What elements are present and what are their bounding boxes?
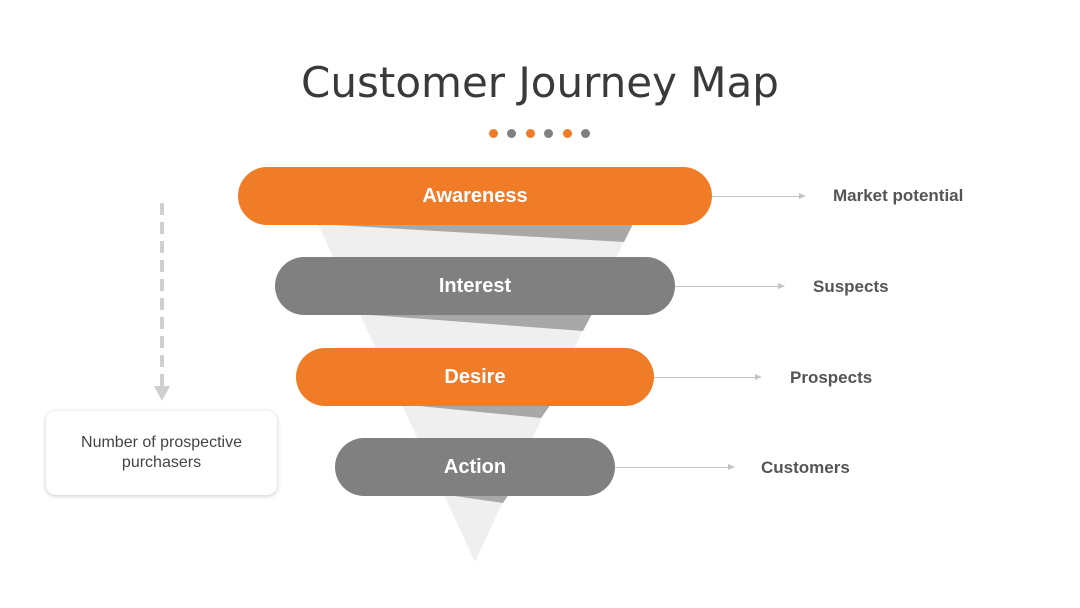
stage-interest-pill: Interest: [275, 257, 675, 315]
dot-5: [563, 129, 572, 138]
stage-desire-label: Desire: [444, 365, 506, 388]
dot-6: [581, 129, 590, 138]
arrow-desire: [654, 374, 762, 380]
stage-interest-label: Interest: [438, 274, 512, 297]
note-box: Number of prospective purchasers: [46, 411, 277, 495]
funnel-shadow-3: [399, 404, 551, 418]
arrow-awareness: [712, 193, 806, 199]
arrow-action: [615, 464, 735, 470]
outcome-customers: Customers: [761, 458, 850, 477]
stage-action-label: Action: [443, 455, 507, 478]
stage-awareness-pill: Awareness: [238, 167, 712, 225]
outcome-prospects: Prospects: [790, 368, 873, 387]
stage-action-pill: Action: [335, 438, 615, 496]
dot-4: [544, 129, 553, 138]
dot-1: [489, 129, 498, 138]
dot-3: [526, 129, 535, 138]
stage-desire-pill: Desire: [296, 348, 654, 406]
page-title: Customer Journey Map: [301, 58, 779, 107]
outcome-market-potential: Market potential: [833, 186, 964, 205]
funnel-shadow-1: [317, 224, 633, 242]
funnel-shadow-2: [357, 314, 592, 331]
outcome-suspects: Suspects: [813, 277, 889, 296]
arrow-interest: [675, 283, 785, 289]
down-arrow-head: [154, 386, 170, 401]
dot-2: [507, 129, 516, 138]
funnel-shadow-4: [441, 494, 509, 503]
stage-awareness-label: Awareness: [422, 184, 528, 207]
note-text: Number of prospective purchasers: [81, 434, 242, 471]
